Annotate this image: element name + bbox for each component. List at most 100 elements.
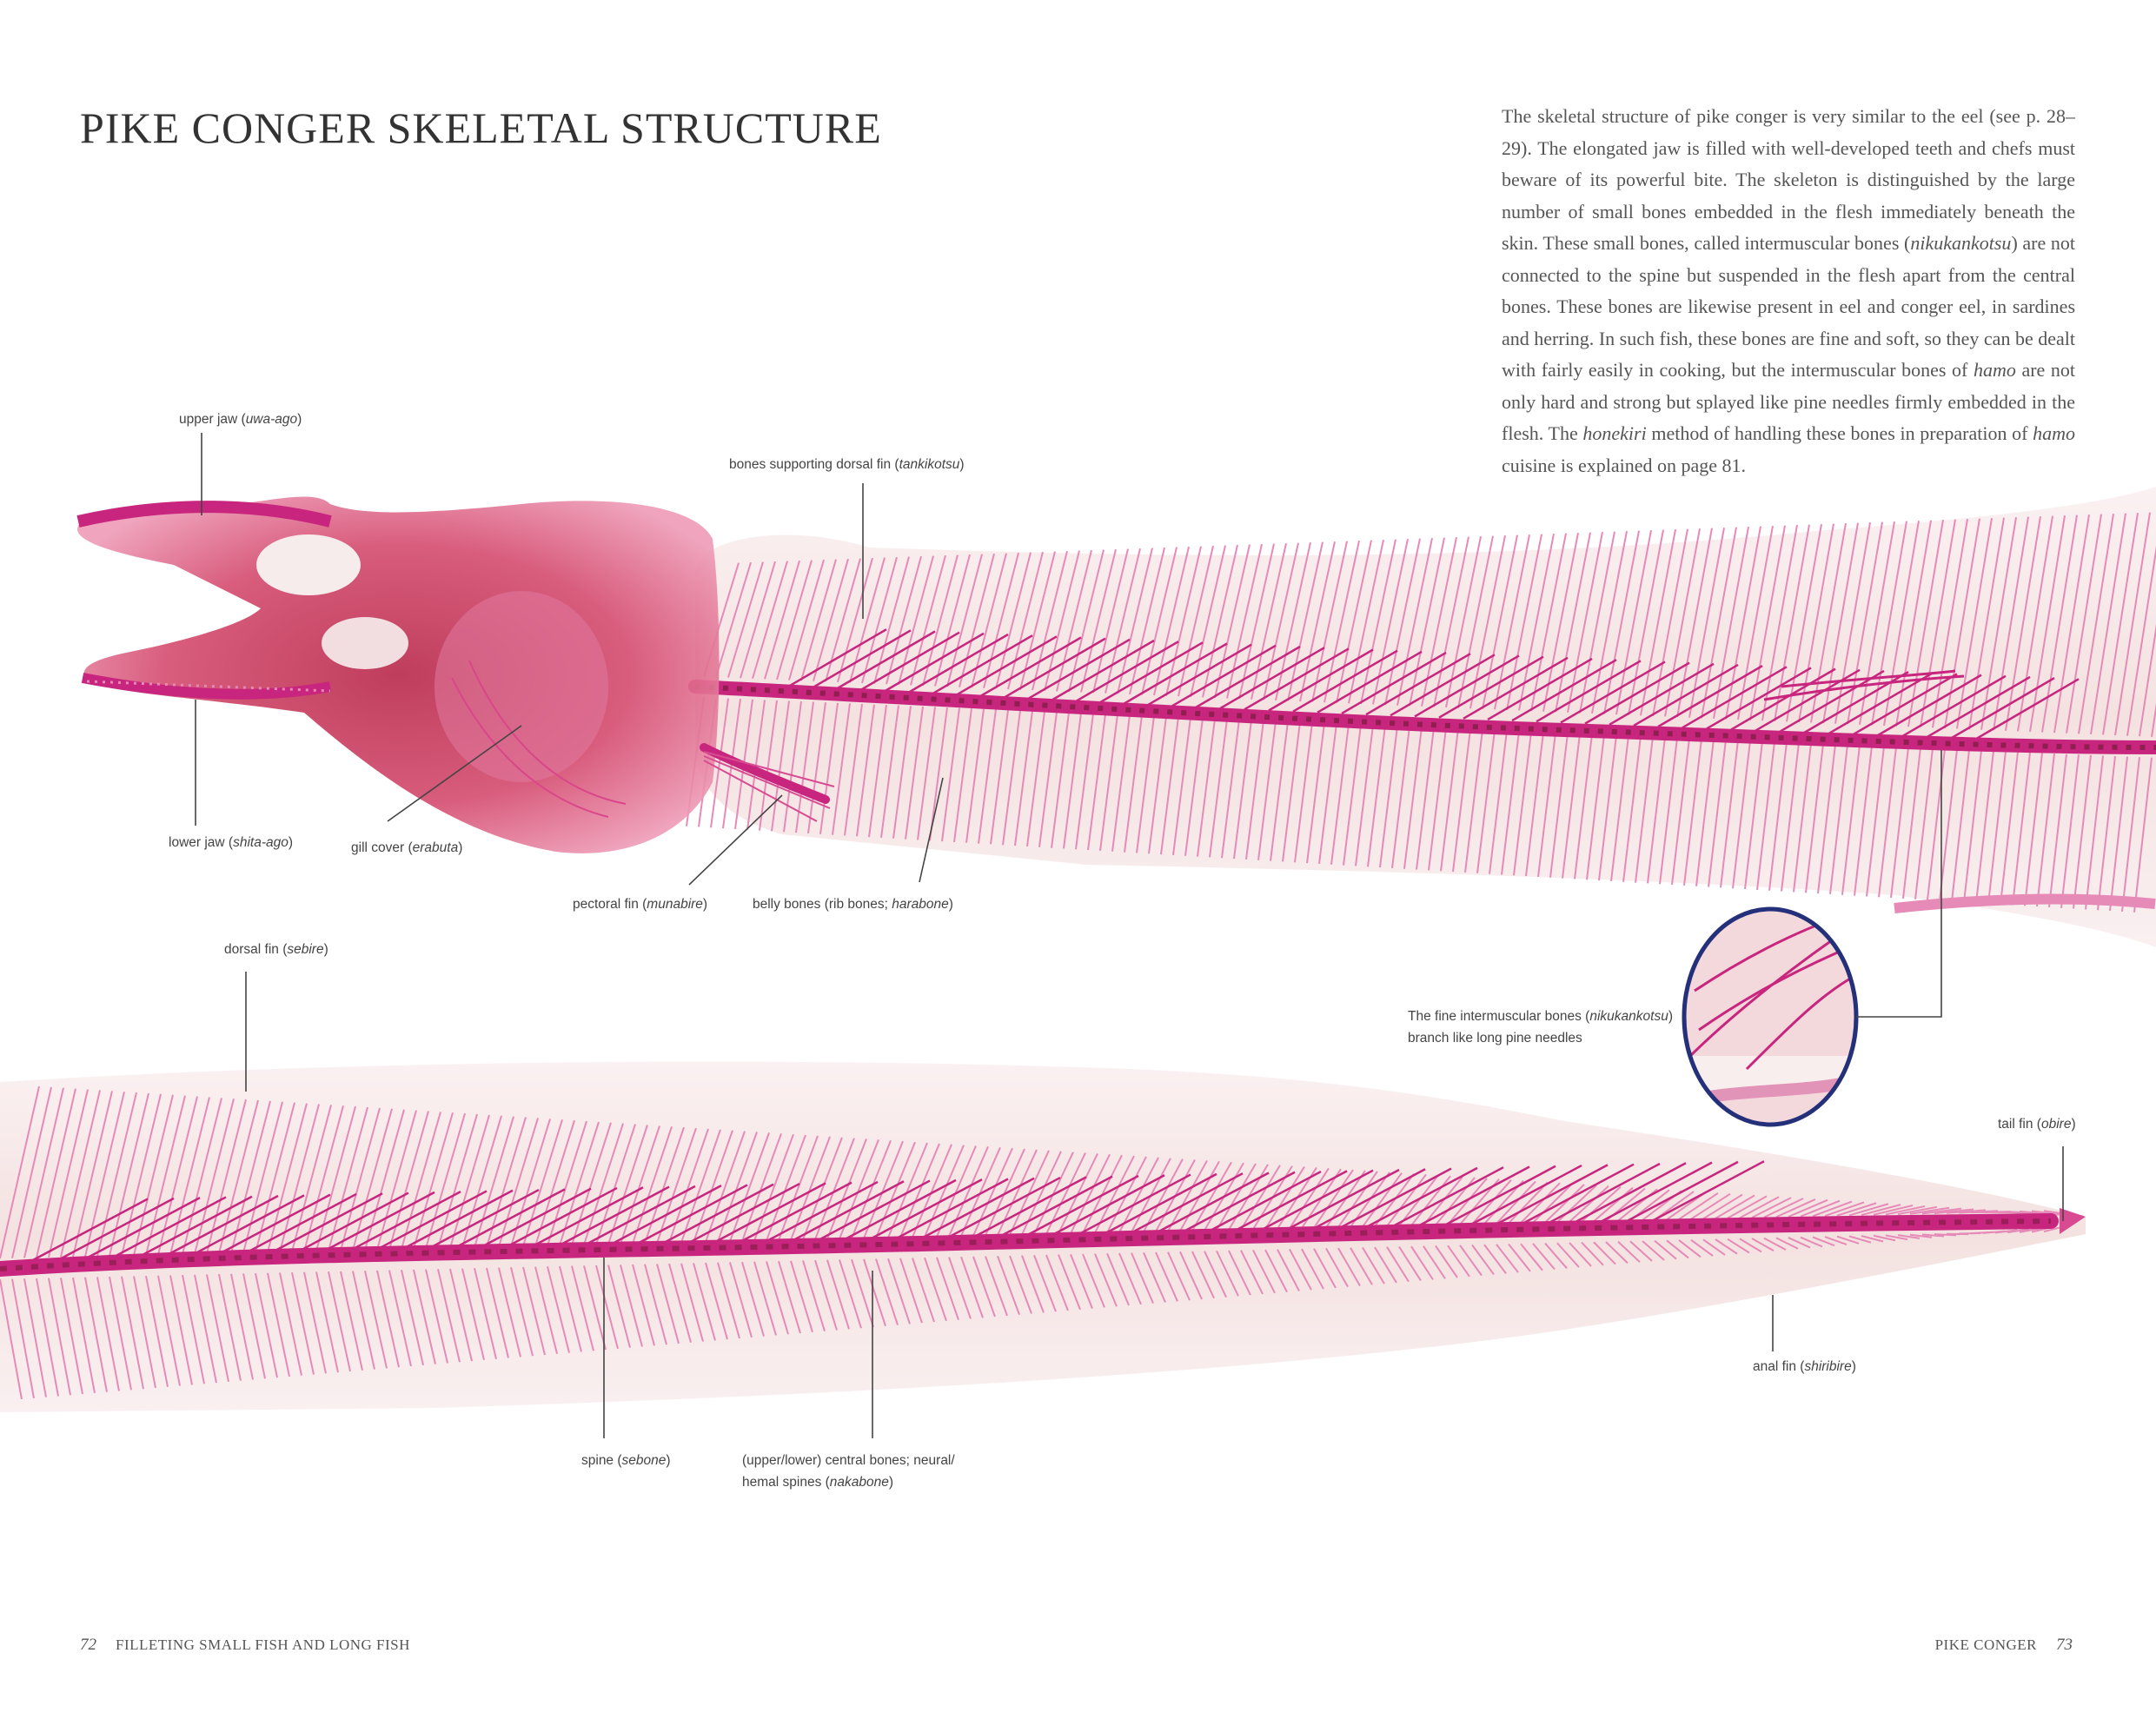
bone-ray: [1124, 715, 1143, 853]
bone-ray: [800, 559, 837, 681]
bone-ray: [303, 1271, 327, 1374]
bone-ray: [522, 1266, 546, 1356]
label-gill-cover: gill cover (erabuta): [351, 840, 463, 855]
bone-ray: [1824, 1236, 1848, 1245]
label-anal-fin: anal fin (shiribire): [1753, 1359, 1856, 1374]
bone-ray: [936, 1145, 977, 1238]
bone-ray: [1921, 1233, 1945, 1238]
label-intermuscular: The fine intermuscular bones (nikukankot…: [1408, 1009, 1674, 1046]
bone-ray: [1781, 742, 1800, 892]
bone-ray: [1549, 733, 1569, 878]
bone-ray: [1167, 1159, 1208, 1232]
bone-ray: [43, 1197, 175, 1269]
bone-ray: [352, 1271, 375, 1370]
bone-ray: [121, 1276, 144, 1390]
bone-ray: [924, 1257, 947, 1322]
bone-ray: [1398, 1245, 1422, 1282]
bone-ray: [1228, 1250, 1251, 1296]
bone-ray: [1410, 1175, 1451, 1226]
bone-ray: [2109, 756, 2128, 912]
bone-ray: [279, 1272, 302, 1376]
bone-ray: [1049, 639, 1155, 703]
bone-ray: [813, 558, 849, 681]
bone-ray: [668, 1263, 692, 1344]
bone-ray: [1252, 1249, 1276, 1294]
bone-ray: [759, 700, 778, 831]
bone-ray: [922, 554, 959, 687]
bone-ray: [23, 1278, 47, 1397]
bone-ray: [425, 1269, 448, 1364]
bone-ray: [1688, 527, 1725, 718]
bone-ray: [1542, 532, 1579, 712]
bone-ray: [595, 1124, 636, 1245]
bone-ray: [830, 630, 936, 694]
bone-ray: [1087, 714, 1106, 851]
bone-ray: [1287, 541, 1323, 701]
bone-ray: [1410, 1245, 1434, 1280]
bone-ray: [1172, 717, 1191, 856]
bone-ray: [1496, 1180, 1536, 1225]
bone-ray: [1264, 1249, 1288, 1293]
bone-ray: [1682, 666, 1788, 729]
bone-ray: [1852, 673, 1958, 736]
bone-ray: [1702, 1193, 1743, 1220]
bone-ray: [1282, 721, 1301, 862]
bone-ray: [1033, 1254, 1057, 1312]
bone-ray: [255, 1272, 278, 1378]
bone-ray: [2053, 514, 2090, 734]
bone-ray: [1343, 724, 1362, 866]
bone-ray: [1951, 749, 1970, 902]
bone-ray: [887, 1142, 928, 1238]
bone-ray: [1483, 1244, 1507, 1274]
bone-ray: [109, 1276, 132, 1391]
bone-ray: [1885, 1234, 1908, 1241]
bone-ray: [1727, 1238, 1750, 1254]
bone-ray: [1221, 719, 1240, 859]
bone-ray: [571, 1265, 594, 1351]
bone-ray: [2102, 513, 2139, 735]
bone-ray: [1263, 542, 1299, 700]
bone-ray: [960, 1256, 984, 1318]
intermuscular-bone: [1763, 674, 1965, 701]
bone-ray: [1518, 533, 1555, 711]
bone-ray: [1508, 1243, 1531, 1272]
bone-ray: [559, 1265, 582, 1352]
bone-ray: [145, 1095, 186, 1256]
bone-ray: [912, 1258, 935, 1323]
bone-ray: [656, 1127, 697, 1244]
bone-ray: [788, 559, 825, 680]
bone-ray: [48, 1278, 71, 1396]
bone-ray: [547, 1120, 587, 1246]
bone-ray: [230, 1100, 271, 1254]
bone-ray: [753, 1133, 794, 1242]
bone-ray: [1289, 1248, 1312, 1291]
bone-ray: [1591, 530, 1628, 714]
leader-intermuscular: [1856, 750, 1942, 1018]
bone-ray: [1129, 547, 1165, 695]
bone-ray: [1423, 1176, 1463, 1226]
bone-ray: [169, 1097, 210, 1255]
bone-ray: [461, 1268, 485, 1361]
bone-ray: [790, 1260, 813, 1333]
bone-ray: [1622, 736, 1642, 882]
bone-ray: [1355, 725, 1374, 866]
upper-fish-flesh: [695, 487, 2156, 947]
bone-ray: [1153, 546, 1190, 696]
bone-ray: [1949, 677, 2055, 740]
bone-ray: [486, 1267, 509, 1358]
bone-ray: [376, 1110, 417, 1251]
bone-ray: [924, 1145, 965, 1238]
bone-ray: [1921, 1207, 1962, 1215]
bone-ray: [1934, 1208, 1974, 1215]
bone-ray: [279, 1104, 320, 1252]
bone-ray: [1793, 743, 1812, 893]
bone-ray: [990, 709, 1009, 845]
bone-ray: [1609, 662, 1715, 726]
bone-ray: [1739, 1238, 1762, 1253]
bone-ray: [1788, 1237, 1811, 1249]
bone-ray: [1009, 1255, 1032, 1314]
bone-ray: [1715, 1238, 1738, 1255]
bone-ray: [1513, 731, 1532, 876]
bone-ray: [1098, 641, 1204, 705]
